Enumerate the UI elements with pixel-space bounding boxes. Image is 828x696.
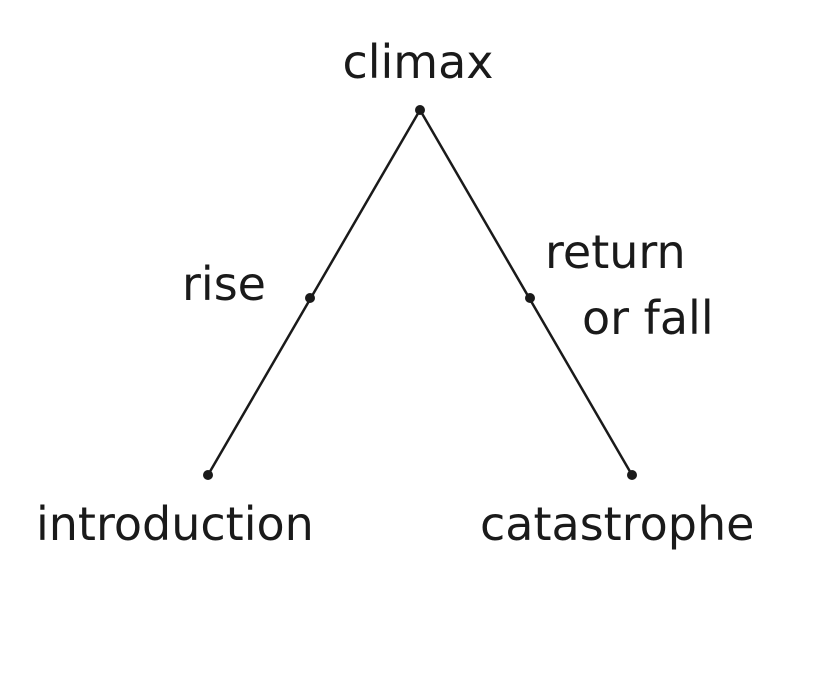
rise-midpoint [305, 293, 315, 303]
fall-label-line1: return [545, 225, 686, 279]
climax-label: climax [342, 35, 493, 89]
catastrophe-label: catastrophe [480, 497, 754, 551]
catastrophe-node [627, 470, 637, 480]
introduction-node [203, 470, 213, 480]
fall-label-line2: or fall [582, 291, 714, 345]
climax-node [415, 105, 425, 115]
introduction-label: introduction [36, 497, 314, 551]
rise-label: rise [182, 257, 266, 311]
rise-edge [206, 109, 422, 476]
fall-edge [418, 109, 634, 476]
fall-midpoint [525, 293, 535, 303]
